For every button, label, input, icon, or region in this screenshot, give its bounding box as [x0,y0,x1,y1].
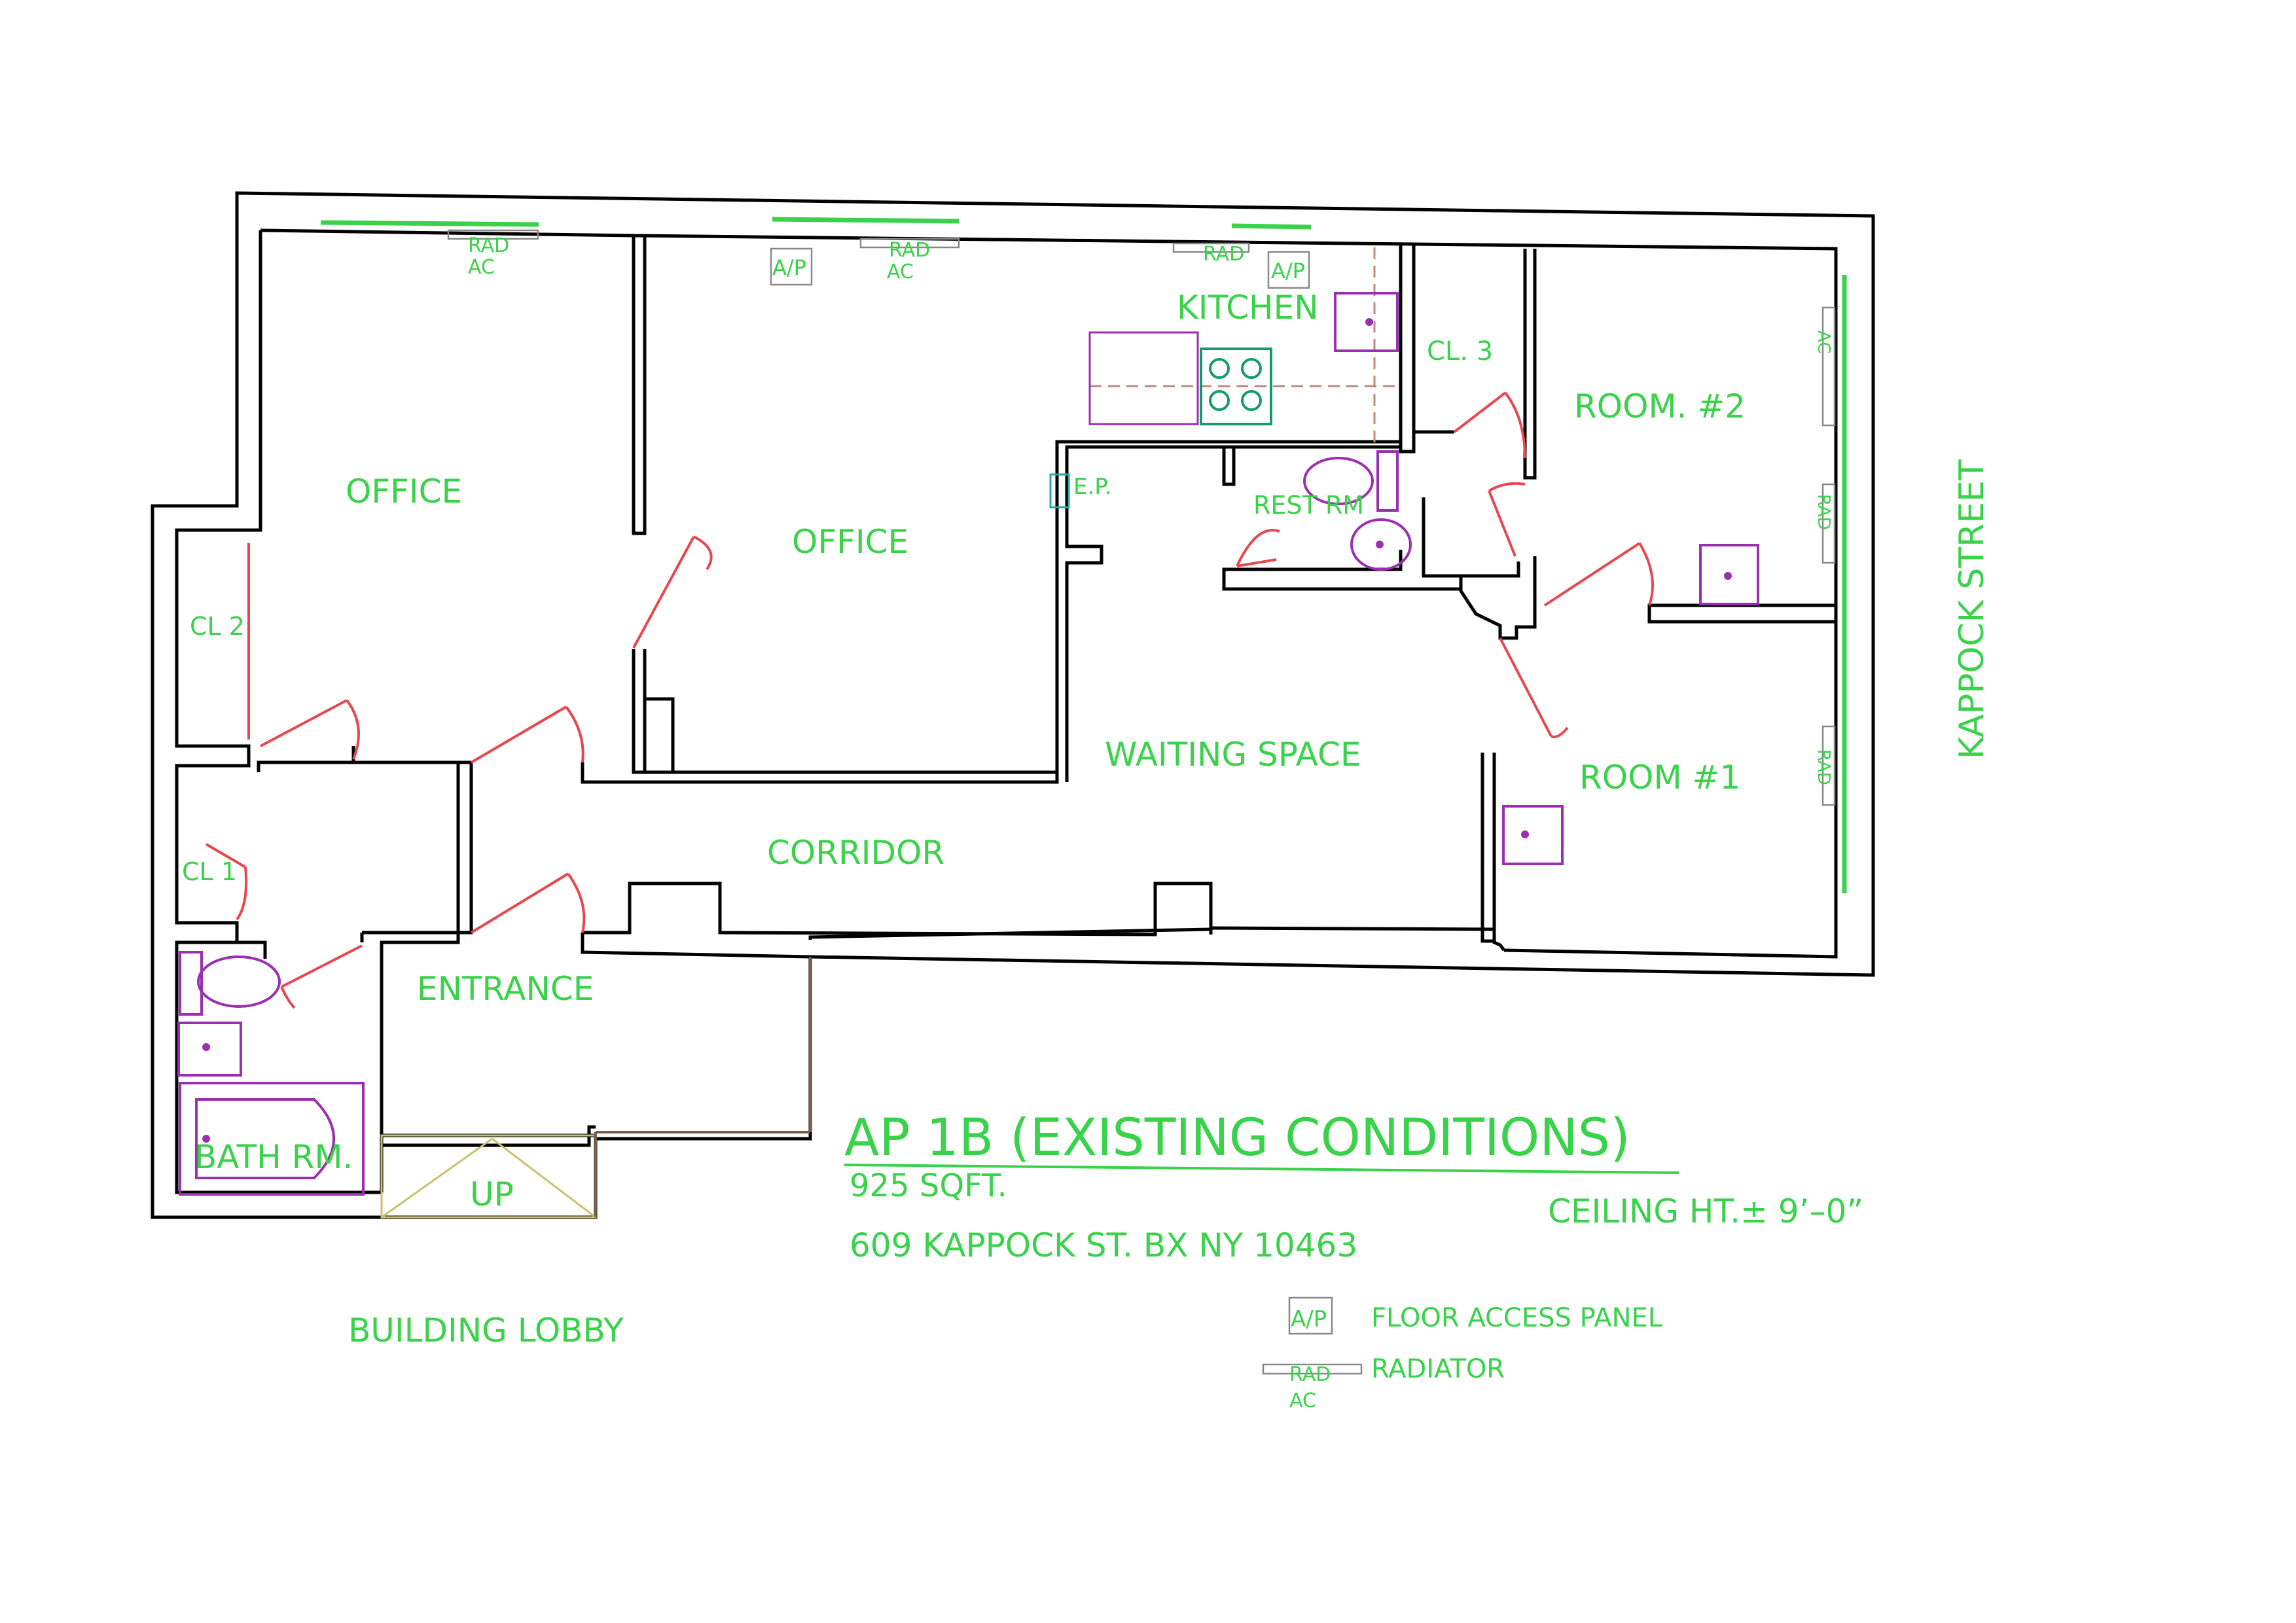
windows [320,217,1847,893]
restroom-sink-icon [1350,518,1412,571]
wall-office-partition [581,236,1059,784]
room1-sink-icon [1502,805,1564,865]
bathtub-icon [179,1082,365,1196]
label-waiting-space: WAITING SPACE [1105,736,1361,774]
exterior-wall-inner-left [175,230,382,1194]
bath-tank-icon [179,951,203,1016]
drawing-title: AP 1B (EXISTING CONDITIONS) [844,1109,1630,1168]
tag-rad: RAD [1814,494,1833,530]
drawing-ceiling: CEILING HT.± 9’–0” [1548,1192,1863,1230]
label-cl3: CL. 3 [1427,336,1493,366]
label-office-mid: OFFICE [792,523,908,561]
walls [151,191,1875,1219]
kitchen-counter-left [1088,331,1199,425]
tag-rad: RAD [1814,749,1833,785]
wall-cl3 [1412,245,1520,578]
bath-sink-icon [177,1022,242,1077]
legend-ap-symbol: A/P [1291,1306,1327,1332]
legend-ac-symbol: AC [1289,1389,1316,1412]
bath-toilet-icon [197,955,281,1008]
access-panel-icon [1267,251,1310,289]
doors [205,391,1654,1009]
access-panel-icon [770,247,813,286]
title-block: AP 1B (EXISTING CONDITIONS) 925 SQFT. 60… [348,459,1992,1349]
room2-sink-icon [1699,544,1759,605]
tag-ap: A/P [772,255,806,280]
tag-ac: AC [468,256,495,279]
exterior-wall-outer [151,191,1875,1219]
wall-bath [235,760,460,1192]
label-kitchen: KITCHEN [1177,289,1319,327]
drawing-area: 925 SQFT. [850,1168,1007,1204]
wall-corridor-top [351,746,473,935]
label-rest-rm: REST RM [1253,491,1364,520]
legend-rad-symbol: RAD [1289,1363,1331,1386]
wall-office-right [1055,440,1403,782]
wall-room1-left [1480,753,1496,943]
exterior-wall-inner [260,228,1838,959]
legend-ap-text: FLOOR ACCESS PANEL [1371,1303,1663,1333]
label-office-left: OFFICE [346,473,462,510]
label-room2: ROOM. #2 [1574,387,1746,425]
symbol-tags: RAD AC A/P RAD AC RAD A/P AC RAD RAD [468,234,1833,785]
electrical-panel-icon [1049,473,1070,508]
restroom-tank-icon [1376,450,1399,512]
room-labels: OFFICE OFFICE KITCHEN CL. 3 ROOM. #2 E.P… [182,289,1746,1213]
label-corridor: CORRIDOR [767,834,944,872]
label-cl1: CL 1 [182,857,237,886]
street-label: KAPPOCK STREET [1952,459,1992,759]
tag-ac: AC [887,260,914,283]
label-up: UP [470,1175,514,1213]
kitchen-counter [1088,247,1401,445]
kitchen-sink-icon [1334,292,1399,352]
lobby-label: BUILDING LOBBY [348,1311,624,1349]
drawing-address: 609 KAPPOCK ST. BX NY 10463 [850,1226,1357,1264]
fixtures [177,450,1759,1196]
restroom-toilet-icon [1303,457,1374,505]
stove-icon [1200,348,1272,425]
legend-radiator-icon [1262,1363,1363,1375]
tag-ac: AC [1814,330,1833,353]
radiator-icon [1821,483,1836,564]
tag-rad: RAD [468,234,509,257]
tag-rad: RAD [889,239,930,262]
tag-ap: A/P [1271,259,1305,283]
label-entrance: ENTRANCE [417,970,594,1008]
radiator-icon [1821,725,1836,806]
legend-rad-text: RADIATOR [1371,1354,1505,1384]
label-ep: E.P. [1073,474,1111,500]
legend-access-panel-icon [1288,1296,1333,1335]
label-room1: ROOM #1 [1579,758,1740,796]
radiator-icon [1821,306,1836,427]
wall-corridor-bottom [581,882,1213,959]
wall-room1-top [1647,603,1838,624]
legend: A/P FLOOR ACCESS PANEL RAD AC RADIATOR [1262,1296,1663,1412]
label-cl2: CL 2 [190,612,245,641]
tag-rad: RAD [1203,243,1244,266]
mech-symbols [380,229,1836,1219]
label-bath-rm: BATH RM. [194,1138,353,1176]
